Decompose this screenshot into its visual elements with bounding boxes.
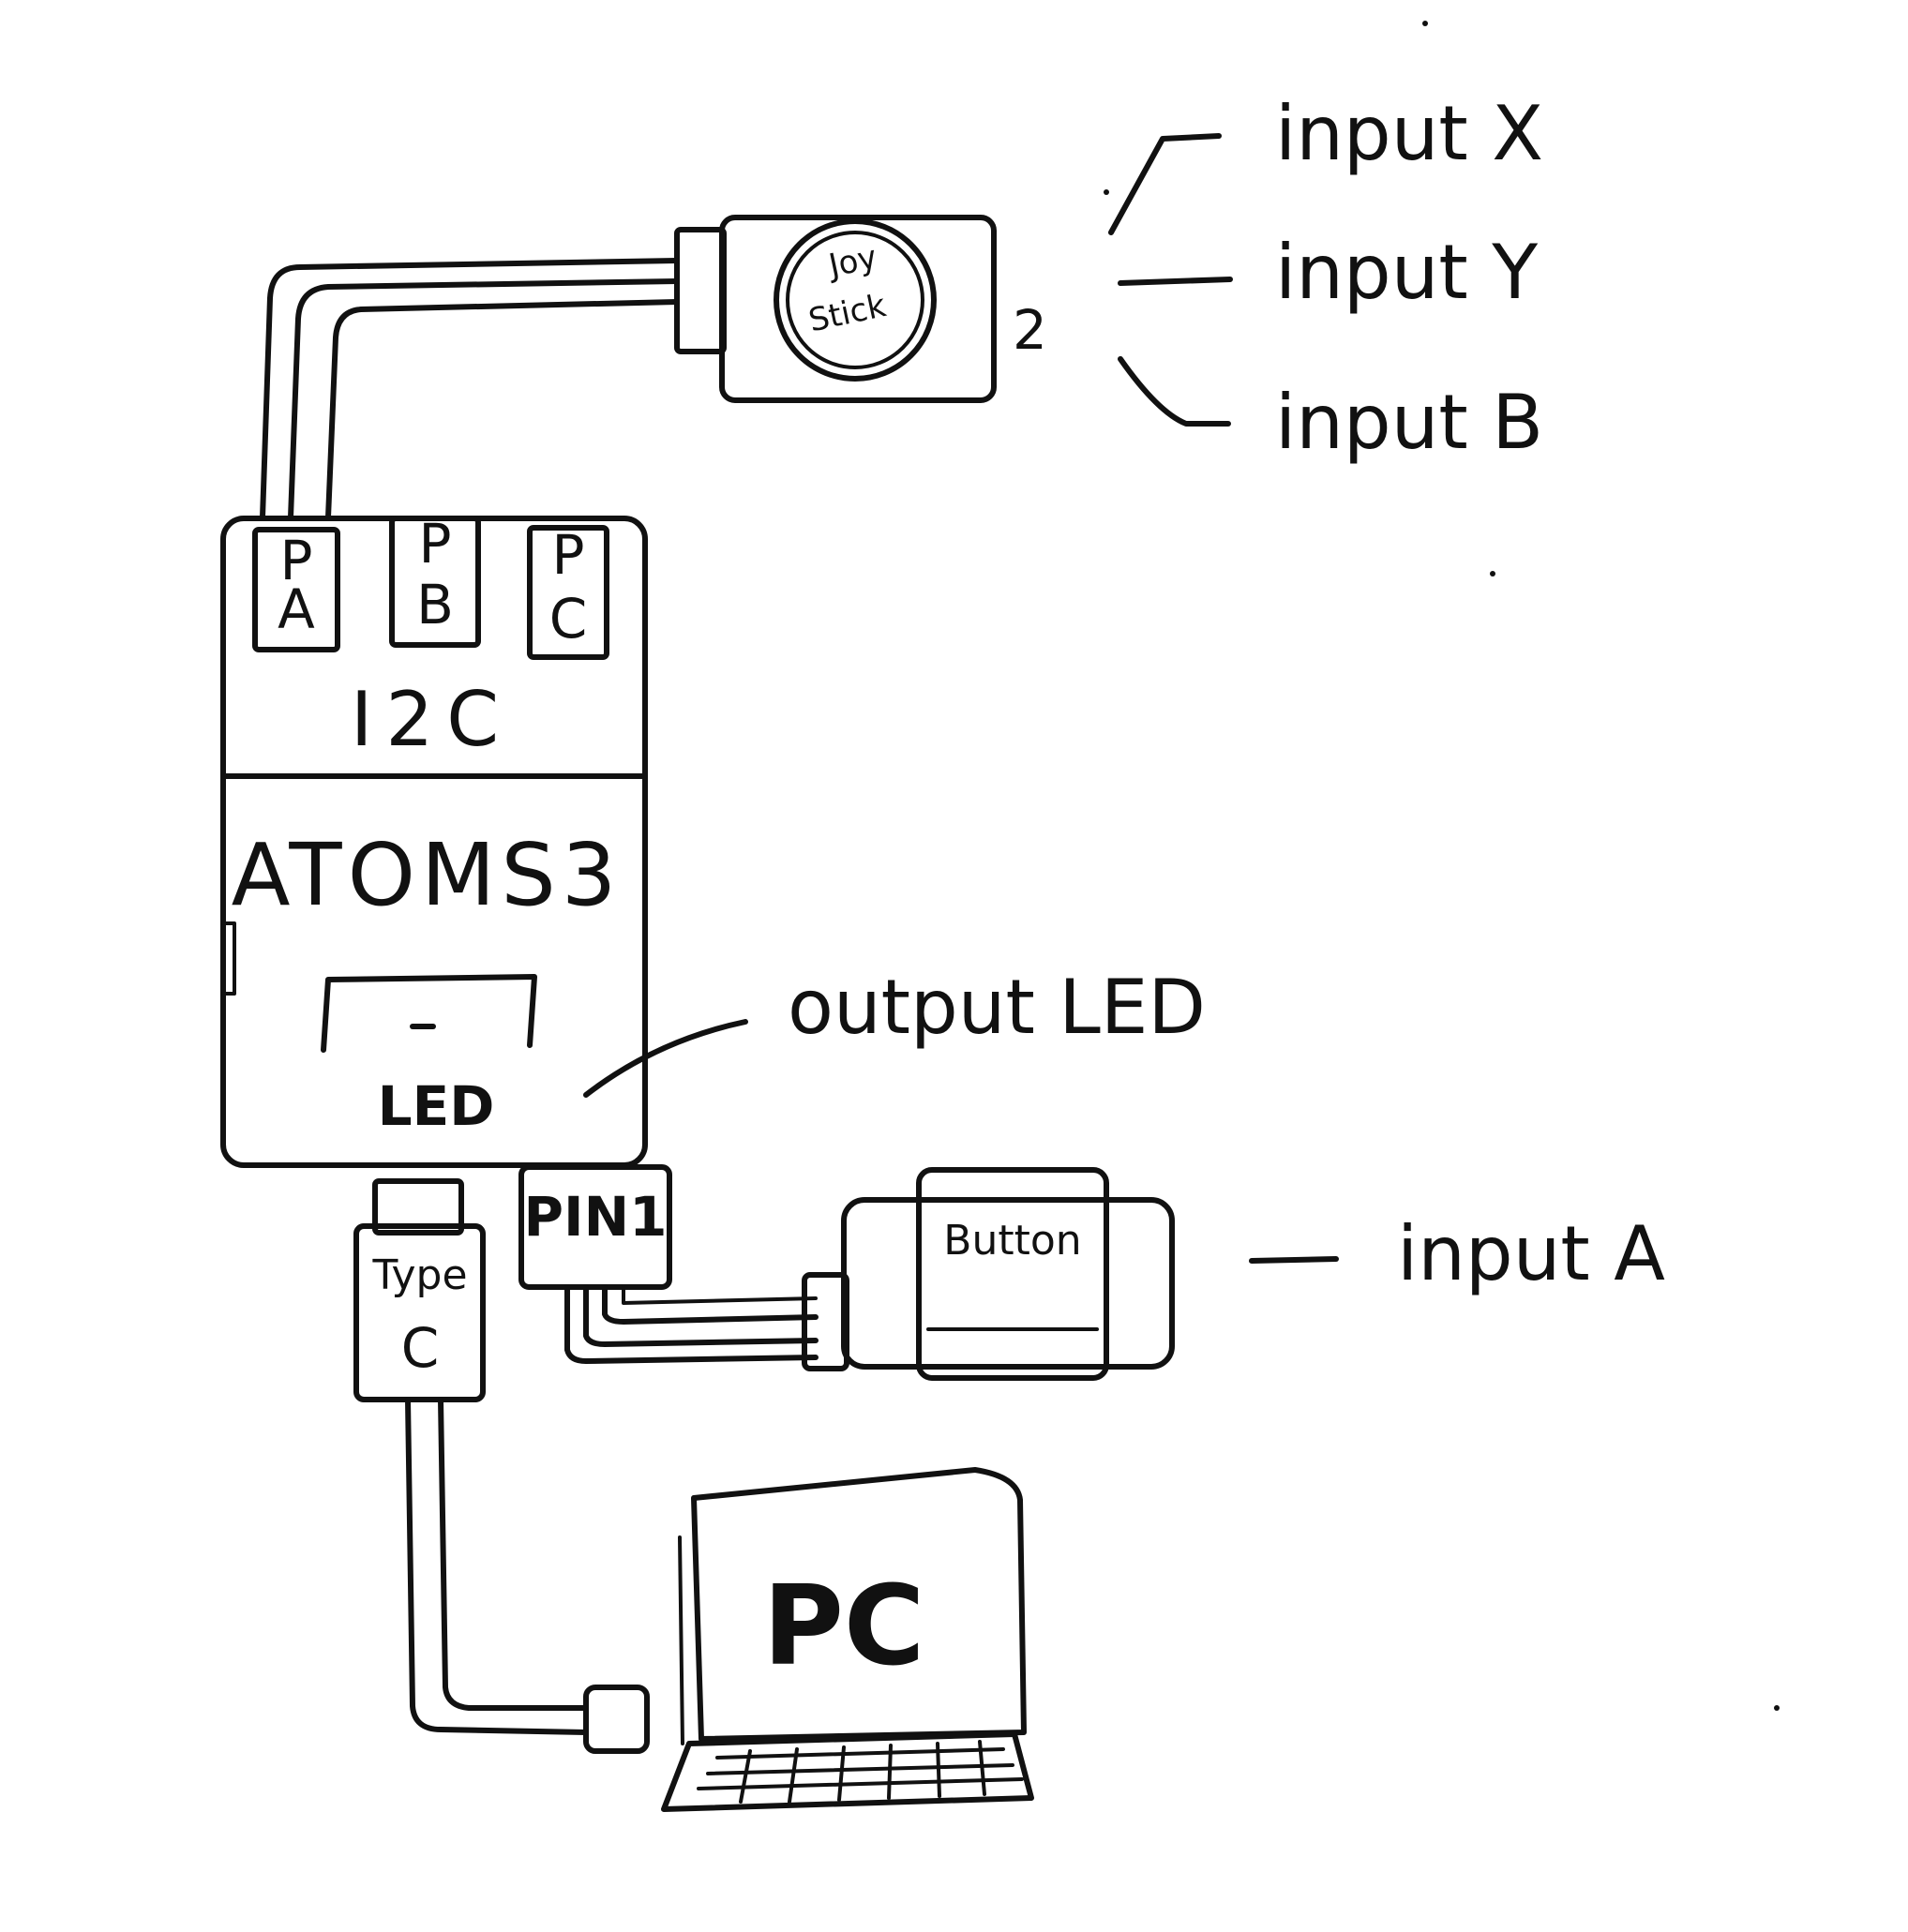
usb-cable xyxy=(405,1397,650,1754)
pc-label: PC xyxy=(762,1561,924,1690)
pc-laptop: PC xyxy=(661,1467,1034,1812)
led-output-label: output LED xyxy=(788,964,1206,1051)
button-module: Button xyxy=(841,1167,1175,1381)
usb-type-c-connector: Type C xyxy=(353,1178,486,1402)
pin1-label: PIN1 xyxy=(524,1185,668,1249)
led-label: LED xyxy=(378,1074,495,1138)
joystick-label-line1: Joy xyxy=(824,238,880,285)
port-pc-top: P xyxy=(552,523,585,587)
joystick-label-line2: Stick xyxy=(805,287,890,339)
port-pc: P C xyxy=(527,523,609,660)
port-pc-bottom: C xyxy=(549,587,588,651)
controller-label: ATOMS3 xyxy=(232,825,623,925)
bus-label: I2C xyxy=(351,676,512,763)
led-window: LED xyxy=(321,974,537,1138)
joystick-cable xyxy=(260,258,680,520)
usb-label-line2: C xyxy=(401,1316,440,1380)
joystick-module: Joy Stick 2 xyxy=(674,215,1047,403)
led-output-line xyxy=(583,1019,748,1098)
port-pb-bottom: B xyxy=(416,573,454,637)
button-label: Button xyxy=(943,1217,1081,1265)
joystick-output-lines xyxy=(1108,133,1233,427)
output-input-y: input Y xyxy=(1275,229,1539,316)
joystick-suffix: 2 xyxy=(1013,298,1047,362)
port-pa-top: P xyxy=(280,529,313,592)
button-output-line xyxy=(1249,1256,1339,1264)
usb-label-line1: Type xyxy=(371,1251,467,1299)
button-output-label: input A xyxy=(1397,1210,1665,1297)
port-pb-top: P xyxy=(419,512,452,576)
port-pb: P B xyxy=(389,512,481,648)
port-pa: P A xyxy=(252,527,340,652)
output-input-x: input X xyxy=(1275,90,1543,177)
port-pa-bottom: A xyxy=(278,577,315,641)
stray-marks xyxy=(1104,21,1780,1711)
output-input-b: input B xyxy=(1275,379,1543,466)
pin1-connector: PIN1 xyxy=(518,1164,672,1290)
